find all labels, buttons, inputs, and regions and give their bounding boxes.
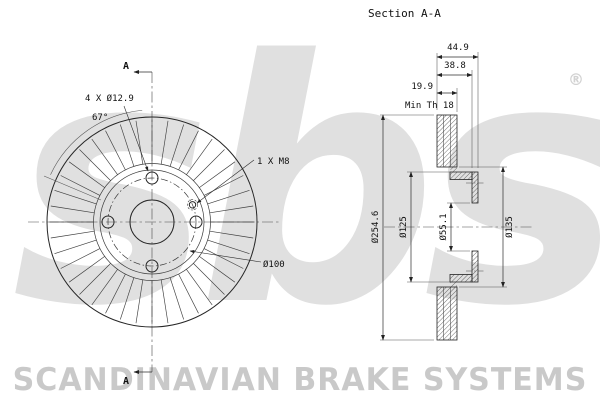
bolt-holes-leader: [123, 105, 149, 172]
center-bore: [129, 199, 175, 245]
mounting-flange-top-section: [471, 171, 479, 204]
bolt-holes-label: 4 X Ø12.9: [85, 93, 134, 104]
ventilation-slots: [49, 119, 255, 325]
hat-join-top: [450, 167, 457, 173]
front-view-drawing: A A 4 X Ø12.9 67° 1 X M8 Ø100: [28, 61, 290, 387]
hub-face-edge: [99, 169, 205, 275]
bolt-hole-right: [189, 215, 203, 229]
m8-thread-hole: [188, 201, 197, 209]
bolt-circle-label: Ø100: [263, 259, 285, 270]
section-aa-drawing: 44.9 38.8 19.9 Min Th 18 Ø254.6 Ø125 Ø55…: [370, 43, 532, 341]
dim-hat-depth: 38.8: [444, 61, 466, 71]
bolt-circle: [107, 177, 197, 267]
dim-bore-diameter: Ø55.1: [438, 213, 449, 240]
section-marker-bottom: A: [123, 376, 129, 387]
bolt-circle-leader: [189, 250, 262, 263]
angle-label: 67°: [92, 113, 108, 123]
hat-wall-top-section: [449, 171, 473, 180]
section-title: Section A-A: [368, 7, 441, 20]
dim-hat-diameter: Ø125: [398, 216, 409, 238]
friction-ring-bottom-section: [436, 286, 458, 341]
dim-min-thickness: Min Th 18: [405, 101, 454, 111]
dim-inner-diameter: Ø135: [504, 216, 515, 238]
bolt-hole-bottom: [145, 259, 159, 273]
extension-lines: [380, 52, 507, 341]
angle-arc: [50, 110, 143, 175]
thread-label: 1 X M8: [257, 157, 290, 167]
mounting-flange-bottom-section: [471, 250, 479, 283]
section-marker-top: A: [123, 61, 129, 72]
hat-wall-bottom-section: [449, 274, 473, 283]
dim-outer-diameter: Ø254.6: [370, 211, 381, 244]
bolt-hole-top: [145, 171, 159, 185]
friction-ring-top-section: [436, 114, 458, 168]
dim-disc-thickness: 19.9: [411, 82, 433, 92]
bolt-hole-left: [101, 215, 115, 229]
disc-outer-edge: [46, 116, 258, 328]
angle-reference-line: [43, 175, 102, 201]
dim-overall-width: 44.9: [447, 43, 469, 53]
hat-join-bottom: [450, 281, 457, 287]
m8-thread-circle: [187, 199, 199, 211]
thread-leader: [196, 159, 255, 204]
